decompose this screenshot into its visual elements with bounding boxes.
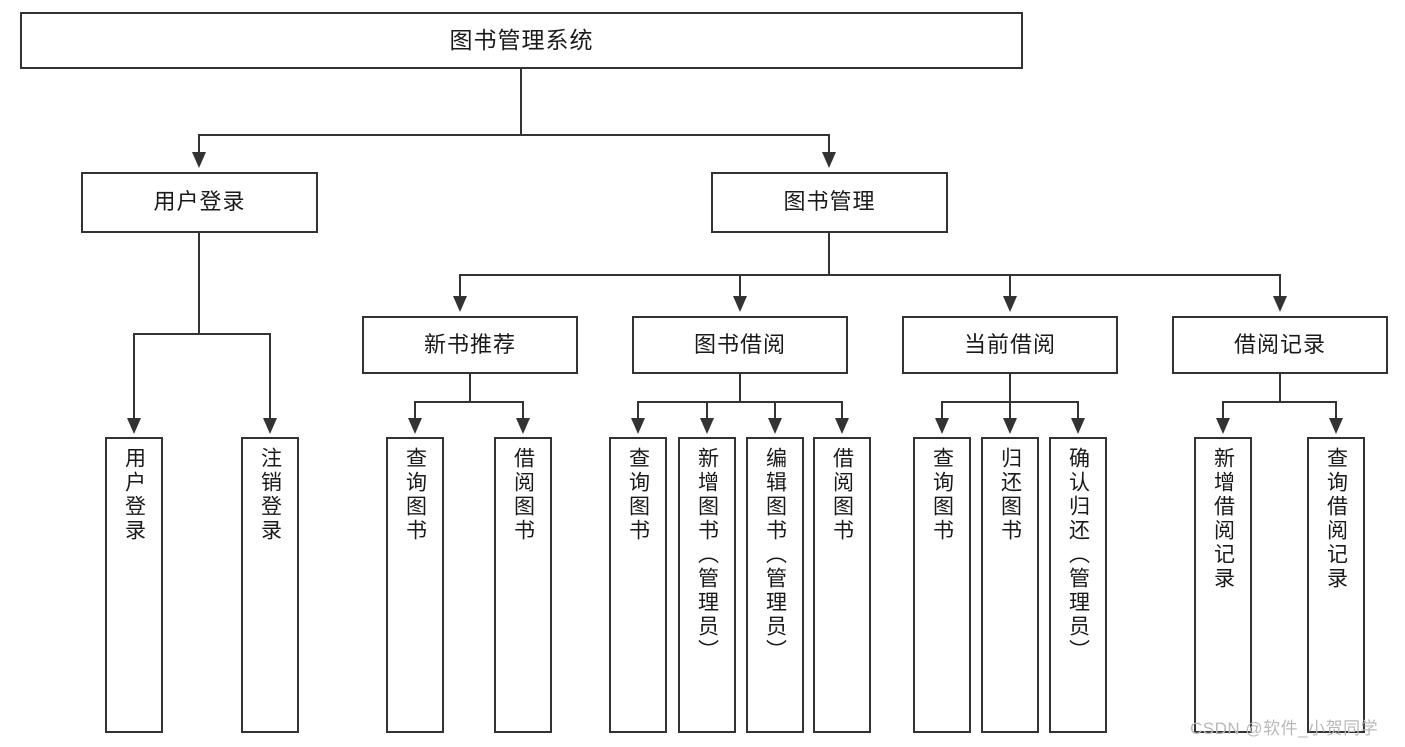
connector-bb-drop-2 <box>706 401 708 420</box>
connector-br-drop-1 <box>1222 401 1224 420</box>
connector-user-login-drop-1 <box>133 333 135 420</box>
leaf-add-book[interactable]: 新增图书（管理员） <box>678 437 736 733</box>
connector-cb-stem <box>1009 374 1011 402</box>
leaf-confirm-return[interactable]: 确认归还（管理员） <box>1049 437 1107 733</box>
arrow-to-leaf-query-book-1 <box>408 418 422 434</box>
connector-root-to-book-management <box>828 134 830 154</box>
leaf-label: 借阅图书 <box>511 447 535 543</box>
leaf-add-record[interactable]: 新增借阅记录 <box>1194 437 1252 733</box>
connector-bb-bus <box>637 401 842 403</box>
connector-user-login-drop-2 <box>269 333 271 420</box>
connector-cb-drop-3 <box>1077 401 1079 420</box>
node-label: 图书管理系统 <box>449 26 594 53</box>
arrow-to-leaf-add-book <box>700 418 714 434</box>
node-user-login[interactable]: 用户登录 <box>81 172 318 233</box>
node-label: 新书推荐 <box>423 331 516 357</box>
connector-br-drop-2 <box>1335 401 1337 420</box>
node-new-book-recommend[interactable]: 新书推荐 <box>362 316 578 374</box>
node-current-borrow[interactable]: 当前借阅 <box>902 316 1118 374</box>
leaf-label: 编辑图书（管理员） <box>763 447 787 663</box>
leaf-query-book-1[interactable]: 查询图书 <box>386 437 444 733</box>
leaf-label: 用户登录 <box>122 447 146 543</box>
leaf-return-book[interactable]: 归还图书 <box>981 437 1039 733</box>
leaf-label: 归还图书 <box>998 447 1022 543</box>
leaf-user-logout[interactable]: 注销登录 <box>241 437 299 733</box>
connector-bb-drop-3 <box>774 401 776 420</box>
arrow-to-leaf-user-logout <box>263 418 277 434</box>
leaf-borrow-book-2[interactable]: 借阅图书 <box>813 437 871 733</box>
arrow-to-current-borrow <box>1003 296 1017 312</box>
connector-cb-drop-1 <box>941 401 943 420</box>
connector-root-bus <box>198 134 830 136</box>
connector-cb-drop-2 <box>1009 401 1011 420</box>
connector-root-to-user-login <box>198 134 200 154</box>
leaf-label: 借阅图书 <box>830 447 854 543</box>
leaf-query-record[interactable]: 查询借阅记录 <box>1307 437 1365 733</box>
node-book-borrow[interactable]: 图书借阅 <box>632 316 848 374</box>
connector-root-stem <box>520 69 522 135</box>
node-book-management[interactable]: 图书管理 <box>711 172 948 233</box>
node-label: 借阅记录 <box>1233 331 1326 357</box>
connector-user-login-bus <box>133 333 269 335</box>
arrow-to-user-login <box>192 152 206 168</box>
connector-nbr-drop-1 <box>414 401 416 420</box>
leaf-user-login[interactable]: 用户登录 <box>105 437 163 733</box>
connector-book-management-bus <box>459 274 1281 276</box>
arrow-to-leaf-query-book-3 <box>935 418 949 434</box>
node-borrow-record[interactable]: 借阅记录 <box>1172 316 1388 374</box>
leaf-label: 查询图书 <box>403 447 427 543</box>
connector-nbr-bus <box>414 401 524 403</box>
arrow-to-leaf-query-record <box>1329 418 1343 434</box>
connector-bm-drop-3 <box>1009 274 1011 298</box>
node-label: 图书借阅 <box>693 331 786 357</box>
arrow-to-book-management <box>822 152 836 168</box>
arrow-to-book-borrow <box>733 296 747 312</box>
arrow-to-borrow-record <box>1273 296 1287 312</box>
leaf-label: 新增借阅记录 <box>1211 447 1235 591</box>
leaf-label: 查询图书 <box>930 447 954 543</box>
connector-bb-stem <box>739 374 741 402</box>
arrow-to-new-book-recommend <box>453 296 467 312</box>
arrow-to-leaf-edit-book <box>768 418 782 434</box>
leaf-borrow-book-1[interactable]: 借阅图书 <box>494 437 552 733</box>
connector-bb-drop-4 <box>841 401 843 420</box>
connector-user-login-stem <box>198 233 200 334</box>
node-label: 当前借阅 <box>963 331 1056 357</box>
connector-bm-drop-4 <box>1279 274 1281 298</box>
node-label: 用户登录 <box>153 189 246 215</box>
connector-bb-drop-1 <box>637 401 639 420</box>
leaf-label: 注销登录 <box>258 447 282 543</box>
connector-bm-drop-2 <box>739 274 741 298</box>
connector-br-stem <box>1279 374 1281 402</box>
connector-book-management-stem <box>828 233 830 275</box>
arrow-to-leaf-return-book <box>1003 418 1017 434</box>
node-root-system[interactable]: 图书管理系统 <box>20 12 1023 69</box>
node-label: 图书管理 <box>783 189 876 215</box>
arrow-to-leaf-confirm-return <box>1071 418 1085 434</box>
csdn-watermark: CSDN @软件_小贺同学 <box>1190 719 1379 738</box>
arrow-to-leaf-borrow-book-2 <box>835 418 849 434</box>
arrow-to-leaf-query-book-2 <box>631 418 645 434</box>
connector-nbr-drop-2 <box>522 401 524 420</box>
connector-bm-drop-1 <box>459 274 461 298</box>
arrow-to-leaf-user-login <box>127 418 141 434</box>
connector-nbr-stem <box>469 374 471 402</box>
leaf-query-book-2[interactable]: 查询图书 <box>609 437 667 733</box>
leaf-query-book-3[interactable]: 查询图书 <box>913 437 971 733</box>
leaf-label: 新增图书（管理员） <box>695 447 719 663</box>
arrow-to-leaf-add-record <box>1216 418 1230 434</box>
arrow-to-leaf-borrow-book-1 <box>516 418 530 434</box>
connector-br-bus <box>1222 401 1337 403</box>
leaf-label: 确认归还（管理员） <box>1066 447 1090 663</box>
leaf-edit-book[interactable]: 编辑图书（管理员） <box>746 437 804 733</box>
leaf-label: 查询借阅记录 <box>1324 447 1348 591</box>
leaf-label: 查询图书 <box>626 447 650 543</box>
